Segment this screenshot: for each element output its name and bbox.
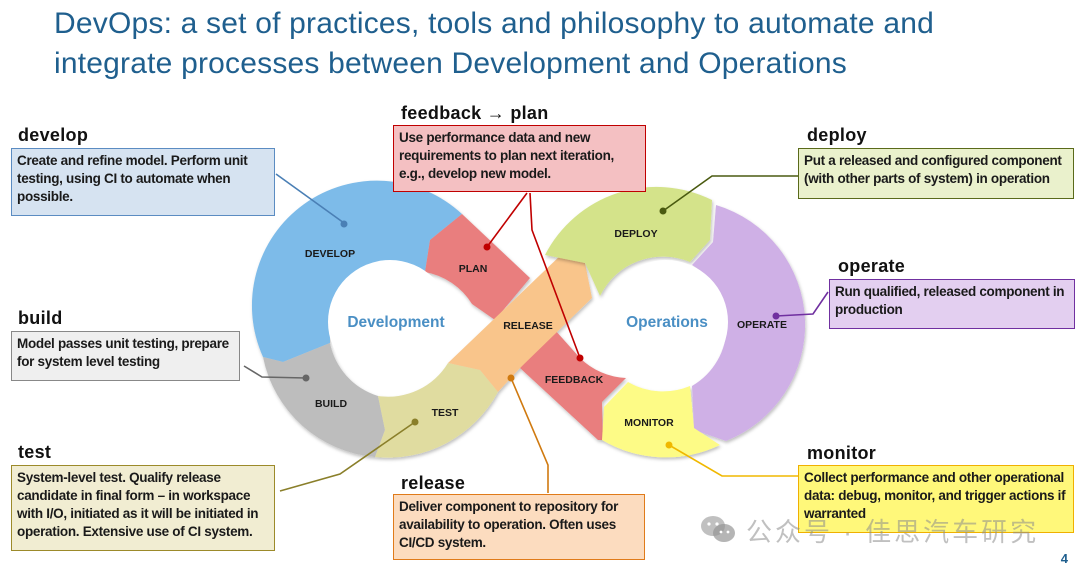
connector-dot-develop: [340, 220, 348, 228]
connector-build: [243, 365, 307, 379]
connector-feedback: [529, 192, 581, 359]
callout-feedback-plan-emphasis: develop: [427, 166, 477, 181]
operations-loop-center: [604, 260, 728, 384]
connector-dot-plan: [483, 243, 491, 251]
label-build: BUILD: [315, 398, 347, 410]
connector-dot-test: [411, 418, 419, 426]
heading-monitor: monitor: [807, 443, 877, 463]
connector-operate: [775, 291, 829, 317]
label-release: RELEASE: [503, 320, 553, 332]
segment-monitor: [602, 382, 720, 458]
connector-deploy: [662, 175, 803, 212]
watermark-text: 公众号 · 佳思汽车研究: [746, 517, 1040, 547]
callout-develop: Create and refine model. Perform unit te…: [11, 148, 275, 216]
heading-feedback-plan: feedback → plan: [401, 103, 549, 123]
label-monitor: MONITOR: [624, 417, 674, 429]
slide-title: DevOps: a set of practices, tools and ph…: [54, 4, 1064, 84]
label-test: TEST: [432, 407, 459, 419]
heading-operate: operate: [838, 256, 906, 276]
label-operate: OPERATE: [737, 319, 787, 331]
connector-monitor: [668, 444, 800, 477]
segment-build: [263, 343, 385, 457]
label-develop: DEVELOP: [305, 248, 355, 260]
callout-release: Deliver component to repository for avai…: [393, 494, 645, 560]
heading-deploy: deploy: [807, 125, 867, 145]
heading-develop: develop: [18, 125, 89, 145]
page-number: 4: [1060, 551, 1068, 566]
segment-release: [448, 253, 592, 392]
callout-test: System-level test. Qualify release candi…: [11, 465, 275, 551]
label-plan: PLAN: [459, 263, 488, 275]
connector-dot-deploy: [659, 207, 667, 215]
connector-plan: [486, 192, 528, 248]
segment-plan: [425, 214, 530, 320]
heading-test: test: [18, 442, 52, 462]
slide-title-line-1: DevOps: a set of practices, tools and ph…: [54, 7, 934, 40]
callout-build: Model passes unit testing, prepare for s…: [11, 331, 240, 381]
wechat-icon: [701, 516, 735, 542]
segment-test: [375, 363, 498, 458]
callout-monitor: Collect performance and other operationa…: [798, 465, 1074, 533]
segment-deploy: [545, 186, 712, 296]
connector-test: [279, 421, 416, 492]
label-feedback: FEEDBACK: [545, 374, 604, 386]
connector-dot-release: [507, 374, 515, 382]
label-development: Development: [347, 314, 444, 331]
heading-release: release: [401, 473, 466, 493]
connector-develop: [275, 173, 345, 224]
heading-build: build: [18, 308, 63, 328]
label-deploy: DEPLOY: [614, 228, 657, 240]
callout-deploy: Put a released and configured component …: [798, 148, 1074, 199]
development-loop-center: [328, 260, 452, 384]
callout-operate: Run qualified, released component in pro…: [829, 279, 1075, 329]
connector-dot-feedback: [576, 354, 584, 362]
connector-dot-monitor: [665, 441, 673, 449]
connector-release: [510, 377, 549, 493]
callout-feedback-plan-text-after: new model.: [476, 166, 551, 181]
segment-feedback: [520, 330, 626, 440]
callout-feedback-plan-text-before: Use performance data and new requirement…: [399, 130, 614, 181]
callout-feedback-plan: Use performance data and new requirement…: [393, 125, 646, 192]
label-operations: Operations: [626, 314, 708, 331]
connector-dot-operate: [772, 312, 780, 320]
slide-title-line-2: integrate processes between Development …: [54, 47, 847, 80]
segment-operate: [692, 205, 806, 441]
connector-dot-build: [302, 374, 310, 382]
